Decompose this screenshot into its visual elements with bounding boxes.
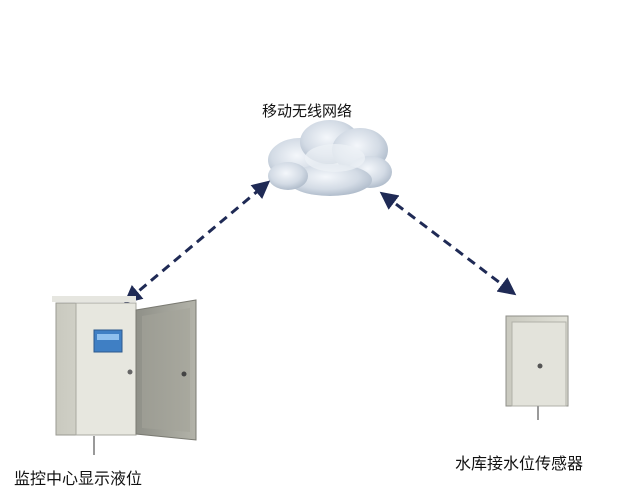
cabinet-open-icon xyxy=(52,296,197,455)
link-network-sensor xyxy=(379,191,517,296)
cabinet-closed-icon xyxy=(505,315,569,420)
monitor-center-label: 监控中心显示液位 xyxy=(14,469,143,488)
cloud-icon xyxy=(268,120,392,196)
link-monitor-network xyxy=(123,180,271,304)
display-screen-icon xyxy=(93,329,123,353)
reservoir-sensor-label: 水库接水位传感器 xyxy=(455,454,584,473)
network-label: 移动无线网络 xyxy=(262,102,353,120)
